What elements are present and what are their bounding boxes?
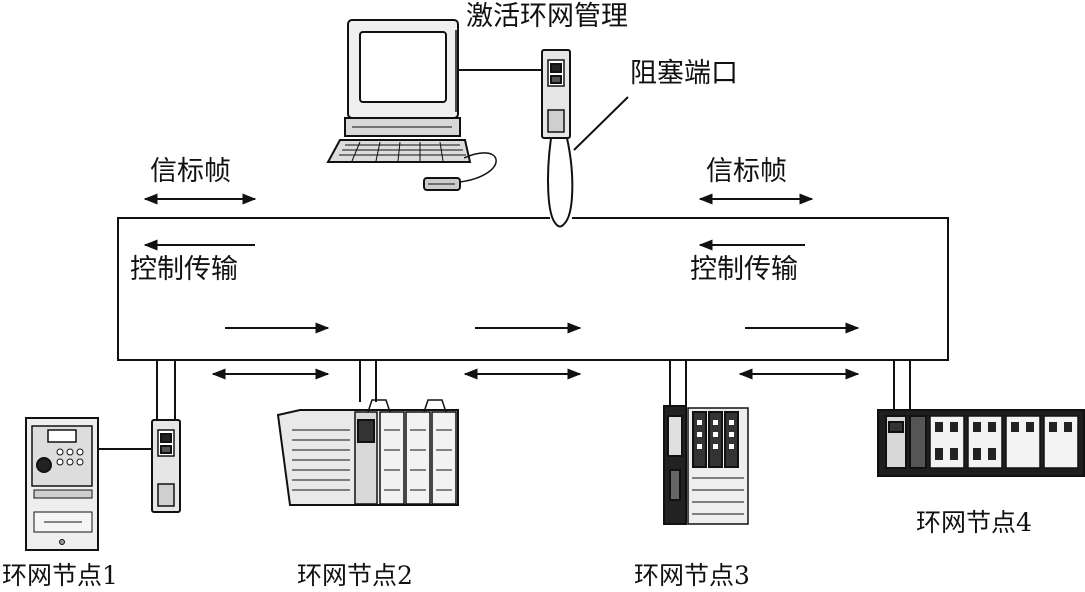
label-control-transfer-right: 控制传输 [690, 254, 798, 285]
node-3-io-icon [663, 405, 749, 525]
label-node-2: 环网节点2 [297, 561, 413, 590]
label-beacon-frame-right: 信标帧 [706, 156, 787, 187]
node-1-drive-icon [25, 417, 99, 551]
node-4-rack-icon [877, 409, 1085, 477]
ring-loop [117, 217, 949, 361]
node-drop-lines [156, 360, 911, 420]
label-node-4: 环网节点4 [916, 508, 1032, 537]
ring-manager-switch [541, 49, 571, 139]
blocked-port-cable [547, 96, 629, 228]
node-2-plc-icon [276, 399, 459, 506]
label-node-3: 环网节点3 [634, 561, 750, 590]
arrows [143, 193, 860, 380]
node-1-switch-icon [151, 419, 181, 513]
label-blocked-port: 阻塞端口 [630, 58, 738, 89]
label-beacon-frame-left: 信标帧 [150, 156, 231, 187]
computer-icon [326, 19, 497, 191]
label-activate-ring-manager: 激活环网管理 [466, 1, 628, 32]
label-control-transfer-left: 控制传输 [130, 254, 238, 285]
label-node-1: 环网节点1 [2, 561, 118, 590]
